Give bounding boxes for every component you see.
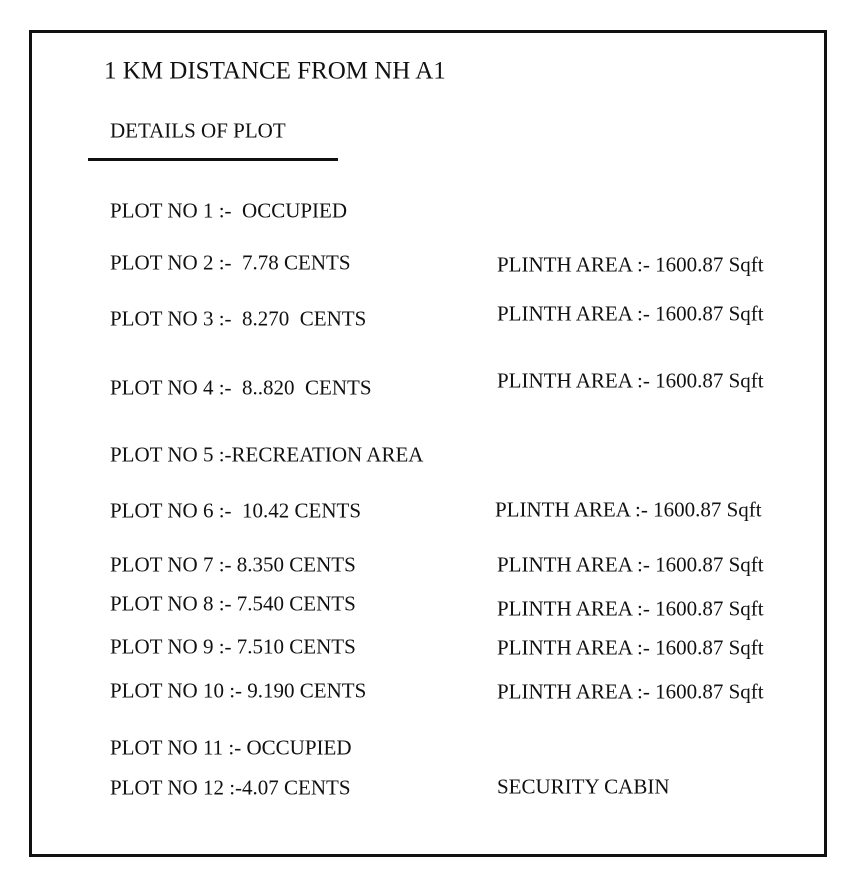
- heading-underline: [88, 158, 338, 161]
- plot-detail: PLINTH AREA :- 1600.87 Sqft: [497, 679, 764, 704]
- plot-detail: PLINTH AREA :- 1600.87 Sqft: [497, 635, 764, 660]
- document-border: [29, 30, 827, 857]
- plot-label: PLOT NO 4 :- 8..820 CENTS: [110, 375, 372, 400]
- plot-label: PLOT NO 1 :- OCCUPIED: [110, 198, 348, 223]
- plot-label: PLOT NO 6 :- 10.42 CENTS: [110, 498, 362, 523]
- plot-label: PLOT NO 11 :- OCCUPIED: [110, 735, 352, 760]
- document-title: 1 KM DISTANCE FROM NH A1: [104, 57, 446, 85]
- plot-detail: PLINTH AREA :- 1600.87 Sqft: [495, 497, 762, 522]
- plot-label: PLOT NO 7 :- 8.350 CENTS: [110, 552, 356, 577]
- plot-label: PLOT NO 8 :- 7.540 CENTS: [110, 591, 356, 616]
- plot-label: PLOT NO 2 :- 7.78 CENTS: [110, 250, 351, 275]
- plot-detail: SECURITY CABIN: [497, 774, 670, 799]
- plot-label: PLOT NO 9 :- 7.510 CENTS: [110, 634, 356, 659]
- plot-label: PLOT NO 5 :-RECREATION AREA: [110, 442, 424, 467]
- plot-detail: PLINTH AREA :- 1600.87 Sqft: [497, 252, 764, 277]
- plot-detail: PLINTH AREA :- 1600.87 Sqft: [497, 552, 764, 577]
- plot-detail: PLINTH AREA :- 1600.87 Sqft: [497, 596, 764, 621]
- plot-detail: PLINTH AREA :- 1600.87 Sqft: [497, 301, 764, 326]
- section-heading: DETAILS OF PLOT: [110, 118, 286, 143]
- plot-label: PLOT NO 12 :-4.07 CENTS: [110, 775, 351, 800]
- plot-label: PLOT NO 3 :- 8.270 CENTS: [110, 306, 367, 331]
- plot-detail: PLINTH AREA :- 1600.87 Sqft: [497, 368, 764, 393]
- plot-label: PLOT NO 10 :- 9.190 CENTS: [110, 678, 367, 703]
